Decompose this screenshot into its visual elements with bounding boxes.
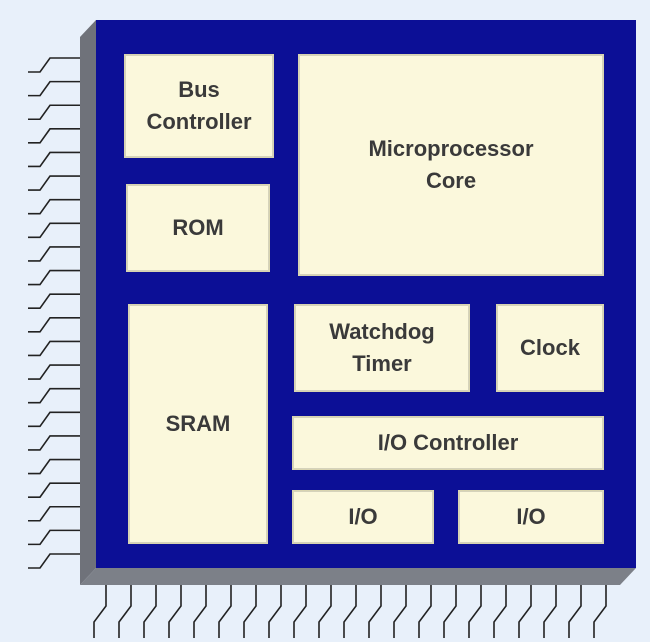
left-pin	[28, 175, 80, 191]
bottom-pin	[543, 585, 557, 638]
sram-block: SRAM	[128, 304, 268, 544]
rom-block: ROM	[126, 184, 270, 272]
left-pin	[28, 505, 80, 522]
bottom-pin	[318, 585, 332, 638]
left-pin	[28, 529, 80, 546]
bottom-pin	[268, 585, 282, 638]
io-label-1: I/O	[348, 504, 378, 529]
left-pin	[28, 151, 80, 168]
clock-label: Clock	[520, 335, 580, 360]
bottom-pin	[218, 585, 232, 638]
io-block-2: I/O	[458, 490, 604, 544]
left-pin	[28, 387, 80, 404]
bottom-pin	[493, 585, 507, 638]
io-block-1: I/O	[292, 490, 434, 544]
left-pin-row	[28, 57, 80, 569]
bottom-pin	[468, 585, 482, 638]
left-pin	[28, 340, 80, 357]
bottom-pin	[293, 585, 307, 638]
clock-block: Clock	[496, 304, 604, 392]
left-pin	[28, 246, 80, 262]
left-pin	[28, 80, 80, 97]
left-pin	[28, 411, 80, 428]
bottom-pin	[568, 585, 582, 638]
bottom-pin	[118, 585, 132, 638]
left-pin	[28, 198, 80, 215]
watchdog-timer-label-line1: Watchdog	[329, 319, 435, 344]
left-pin	[28, 222, 80, 239]
bottom-pin	[368, 585, 382, 638]
bottom-pin	[518, 585, 532, 638]
bottom-pin	[418, 585, 432, 638]
bottom-pin	[168, 585, 182, 638]
bottom-pin	[143, 585, 157, 638]
sram-label: SRAM	[165, 411, 231, 436]
microprocessor-core-label-line1: Microprocessor	[368, 136, 534, 161]
bottom-pin	[443, 585, 457, 638]
bus-controller-block: Bus Controller	[124, 54, 274, 158]
left-pin	[28, 57, 80, 73]
rom-label: ROM	[172, 215, 224, 240]
bus-controller-label-line1: Bus	[178, 77, 220, 102]
left-pin	[28, 458, 80, 475]
left-pin	[28, 317, 80, 333]
left-pin	[28, 482, 80, 498]
watchdog-timer-block: Watchdog Timer	[294, 304, 470, 392]
left-pin	[28, 553, 80, 569]
io-controller-block: I/O Controller	[292, 416, 604, 470]
bottom-pin	[593, 585, 607, 638]
left-pin	[28, 128, 80, 144]
left-pin	[28, 293, 80, 309]
watchdog-timer-label-line2: Timer	[352, 351, 412, 376]
package-shadow	[80, 20, 96, 585]
bottom-pin	[93, 585, 107, 638]
io-label-2: I/O	[516, 504, 546, 529]
bottom-pin	[393, 585, 407, 638]
left-pin	[28, 435, 80, 451]
package-shadow-bottom	[80, 568, 636, 585]
microprocessor-core-block: Microprocessor Core	[298, 54, 604, 276]
bus-controller-label-line2: Controller	[146, 109, 252, 134]
microprocessor-core-label-line2: Core	[425, 168, 477, 193]
bottom-pin-row	[93, 585, 607, 638]
left-pin	[28, 364, 80, 380]
left-pin	[28, 269, 80, 286]
bottom-pin	[343, 585, 357, 638]
bottom-pin	[193, 585, 207, 638]
left-pin	[28, 104, 80, 121]
io-controller-label: I/O Controller	[377, 430, 519, 455]
bottom-pin	[243, 585, 257, 638]
